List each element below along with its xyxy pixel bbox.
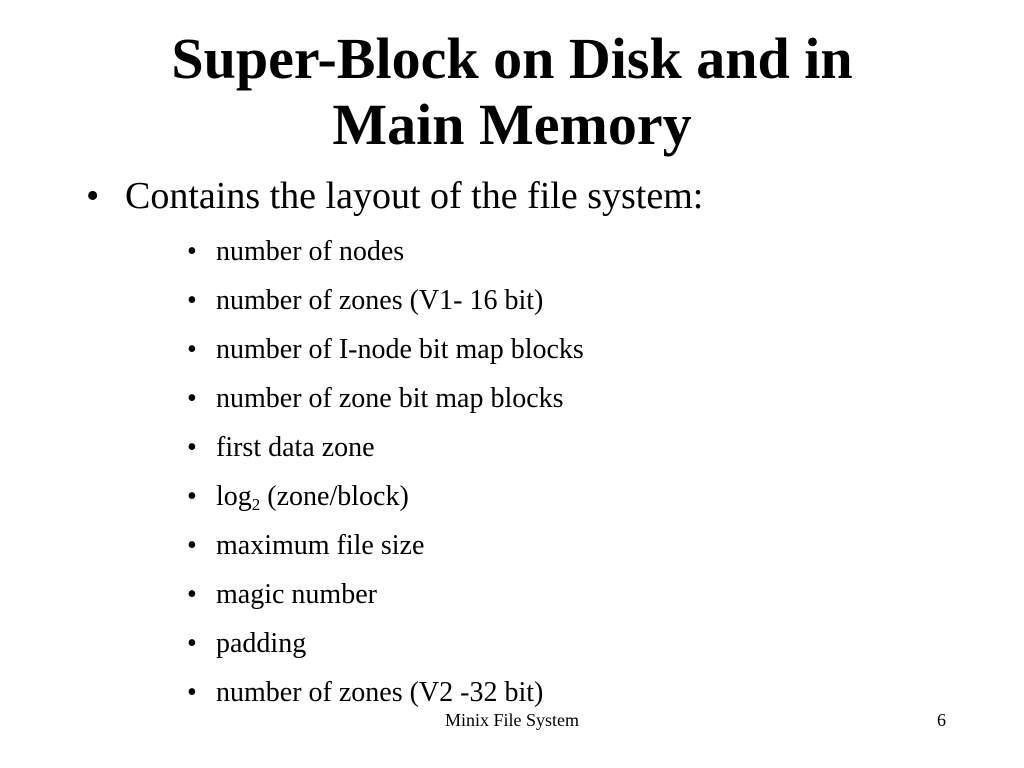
- slide-title-line-1: Super-Block on Disk and in: [171, 26, 853, 91]
- page-number: 6: [937, 710, 946, 730]
- sub-bullet-item: • first data zone: [187, 428, 584, 477]
- sub-bullet-text: number of nodes: [216, 236, 405, 267]
- bullet-dot: •: [187, 628, 197, 659]
- log-base-text: log: [216, 481, 252, 512]
- sub-bullet-text: number of zones (V1- 16 bit): [216, 285, 544, 316]
- sub-bullet-text: first data zone: [216, 432, 375, 463]
- bullet-dot: •: [187, 334, 197, 365]
- bullet-dot: •: [187, 236, 197, 267]
- slide-title: Super-Block on Disk and in Main Memory: [0, 26, 1024, 158]
- sub-bullet-item: • log2 (zone/block): [187, 477, 584, 526]
- sub-bullet-item: • maximum file size: [187, 526, 584, 575]
- slide-title-line-2: Main Memory: [332, 92, 692, 157]
- sub-bullet-text: maximum file size: [216, 530, 425, 561]
- bullet-dot: •: [187, 285, 197, 316]
- sub-bullet-text: number of zones (V2 -32 bit): [216, 677, 544, 708]
- bullet-dot: •: [187, 530, 197, 561]
- sub-bullet-item: • number of zones (V2 -32 bit): [187, 673, 584, 722]
- log-subscript: 2: [251, 495, 261, 514]
- sub-bullet-text: number of I-node bit map blocks: [216, 334, 584, 365]
- bullet-dot: •: [187, 432, 197, 463]
- bullet-dot: •: [86, 175, 100, 217]
- bullet-dot: •: [187, 677, 197, 708]
- sub-bullet-item: • number of I-node bit map blocks: [187, 330, 584, 379]
- sub-bullet-text: padding: [216, 628, 307, 659]
- log-rest-text: (zone/block): [260, 481, 409, 512]
- bullet-dot: •: [187, 579, 197, 610]
- sub-bullet-item: • number of zone bit map blocks: [187, 379, 584, 428]
- bullet-dot: •: [187, 383, 197, 414]
- sub-bullet-item: • number of zones (V1- 16 bit): [187, 281, 584, 330]
- sub-bullet-item: • magic number: [187, 575, 584, 624]
- sub-bullet-text: magic number: [216, 579, 377, 610]
- sub-bullet-item: • padding: [187, 624, 584, 673]
- sub-bullet-list: • number of nodes • number of zones (V1- 1…: [187, 232, 584, 722]
- main-bullet-text: Contains the layout of the file system:: [125, 175, 704, 217]
- sub-bullet-text: number of zone bit map blocks: [216, 383, 564, 414]
- main-bullet: • Contains the layout of the file system:: [86, 172, 703, 220]
- footer-title: Minix File System: [444, 710, 579, 730]
- sub-bullet-item: • number of nodes: [187, 232, 584, 281]
- bullet-dot: •: [187, 481, 197, 512]
